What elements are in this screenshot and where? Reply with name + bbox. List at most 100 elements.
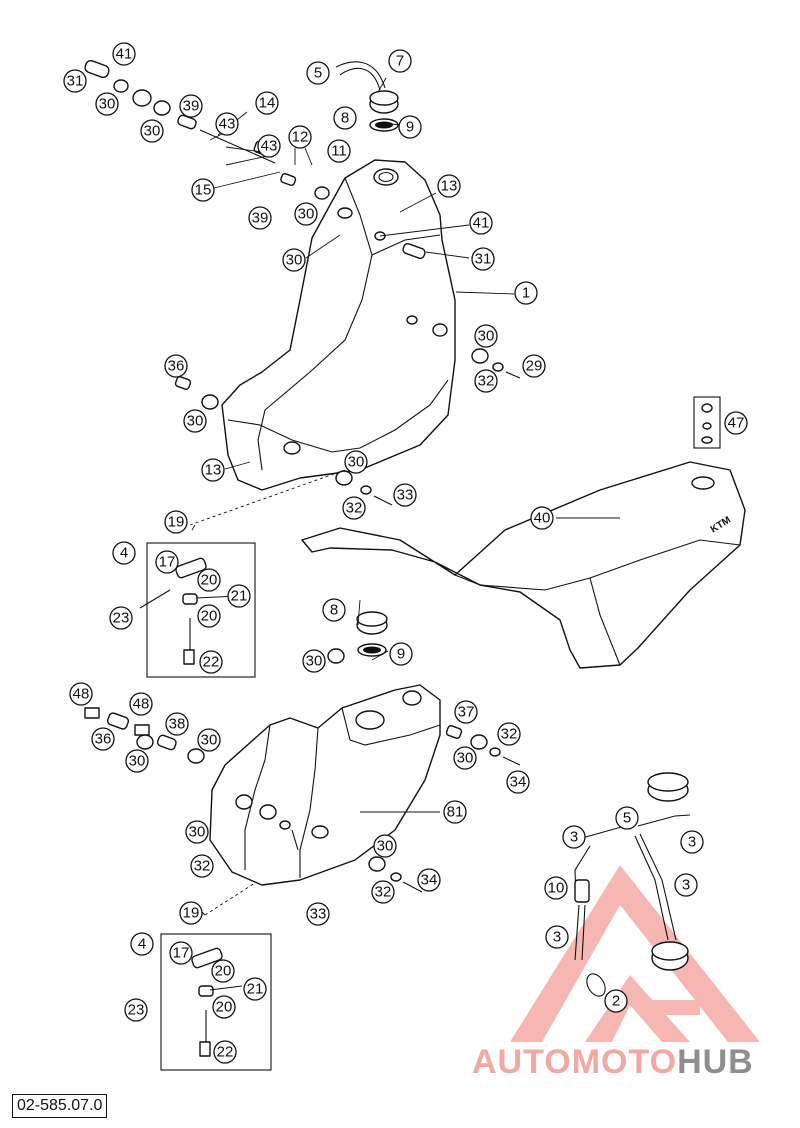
callout-number: 33 — [310, 906, 327, 923]
callout-bubble: 17 — [155, 550, 179, 574]
callout-bubble: 81 — [443, 800, 467, 824]
callout-number: 5 — [314, 65, 322, 82]
callout-bubble: 12 — [288, 125, 312, 149]
callout-bubble: 29 — [522, 354, 546, 378]
callout-bubble: 37 — [454, 700, 478, 724]
callout-bubble: 1 — [514, 281, 538, 305]
callout-bubble: 30 — [185, 820, 209, 844]
callout-number: 43 — [219, 116, 236, 133]
seat — [301, 461, 746, 669]
callout-bubble: 3 — [562, 825, 586, 849]
callout-number: 30 — [348, 454, 365, 471]
callout-bubble: 30 — [373, 834, 397, 858]
callout-number: 38 — [169, 716, 186, 733]
callout-number: 19 — [168, 514, 185, 531]
callout-bubble: 30 — [183, 409, 207, 433]
callout-number: 12 — [292, 129, 309, 146]
callout-bubble: 30 — [282, 248, 306, 272]
callout-number: 30 — [187, 413, 204, 430]
callout-bubble: 17 — [169, 941, 193, 965]
callout-bubble: 32 — [190, 854, 214, 878]
callout-number: 32 — [375, 884, 392, 901]
callout-number: 43 — [261, 138, 278, 155]
callout-bubble: 20 — [197, 568, 221, 592]
callout-bubble: 8 — [322, 598, 346, 622]
callout-number: 40 — [534, 510, 551, 527]
callout-number: 20 — [201, 608, 218, 625]
callout-bubble: 31 — [63, 69, 87, 93]
callout-number: 14 — [259, 95, 276, 112]
callout-number: 8 — [330, 602, 338, 619]
callout-bubble: 34 — [417, 868, 441, 892]
callout-number: 81 — [447, 804, 464, 821]
callout-number: 9 — [397, 646, 405, 663]
callout-number: 30 — [306, 653, 323, 670]
callout-bubble: 19 — [179, 901, 203, 925]
filler-cap-lower — [356, 611, 388, 657]
callout-bubble: 14 — [255, 91, 279, 115]
callout-bubble: 41 — [469, 211, 493, 235]
callout-number: 30 — [129, 753, 146, 770]
callout-number: 37 — [458, 704, 475, 721]
callout-number: 39 — [183, 98, 200, 115]
callout-bubble: 13 — [437, 174, 461, 198]
callout-number: 31 — [475, 251, 492, 268]
callout-number: 48 — [73, 686, 90, 703]
callout-number: 30 — [478, 328, 495, 345]
callout-bubble: 30 — [197, 728, 221, 752]
vent-hose — [335, 61, 386, 91]
callout-bubble: 4 — [112, 541, 136, 565]
callout-bubble: 5 — [306, 61, 330, 85]
callout-number: 5 — [623, 810, 631, 827]
callout-bubble: 31 — [471, 247, 495, 271]
callout-number: 48 — [133, 696, 150, 713]
callout-bubble: 41 — [112, 42, 136, 66]
callout-bubble: 33 — [306, 902, 330, 926]
callout-bubble: 9 — [398, 115, 422, 139]
callout-number: 19 — [183, 905, 200, 922]
callout-bubble: 30 — [95, 92, 119, 116]
callout-bubble: 13 — [201, 458, 225, 482]
callout-number: 30 — [286, 252, 303, 269]
callout-bubble: 10 — [544, 876, 568, 900]
callout-bubble: 39 — [179, 94, 203, 118]
callout-bubble: 43 — [215, 112, 239, 136]
callout-number: 30 — [99, 96, 116, 113]
leader-lines — [191, 77, 620, 1014]
callout-bubble: 30 — [474, 324, 498, 348]
callout-number: 3 — [688, 834, 696, 851]
callout-number: 41 — [116, 46, 133, 63]
callout-number: 7 — [396, 53, 404, 70]
callout-number: 34 — [421, 872, 438, 889]
callout-bubble: 3 — [674, 873, 698, 897]
callout-number: 39 — [252, 210, 269, 227]
drawing-number: 02-585.07.0 — [12, 1094, 108, 1118]
callout-number: 30 — [377, 838, 394, 855]
callout-number: 36 — [95, 731, 112, 748]
callout-number: 1 — [522, 285, 530, 302]
callout-number: 3 — [553, 929, 561, 946]
callout-bubble: 3 — [545, 925, 569, 949]
callout-bubble: 2 — [604, 989, 628, 1013]
callout-bubble: 7 — [388, 49, 412, 73]
callout-number: 30 — [201, 732, 218, 749]
fuel-tap-group-lower — [160, 834, 331, 1071]
callout-number: 22 — [203, 654, 220, 671]
callout-number: 34 — [510, 774, 527, 791]
callout-bubble: 21 — [243, 977, 267, 1001]
callout-bubble: 8 — [333, 106, 357, 130]
callout-number: 30 — [189, 824, 206, 841]
callout-number: 20 — [215, 963, 232, 980]
callout-number: 20 — [216, 999, 233, 1016]
callout-bubble: 36 — [164, 354, 188, 378]
callout-bubble: 43 — [257, 134, 281, 158]
callout-number: 36 — [168, 358, 185, 375]
callout-number: 13 — [441, 178, 458, 195]
callout-bubble: 30 — [302, 649, 326, 673]
callout-bubble: 9 — [389, 642, 413, 666]
callout-number: 3 — [682, 877, 690, 894]
callout-bubble: 5 — [615, 806, 639, 830]
watermark-text-part2: HUB — [677, 1043, 754, 1081]
fuel-tank-lower — [209, 684, 441, 886]
callout-number: 29 — [526, 358, 543, 375]
